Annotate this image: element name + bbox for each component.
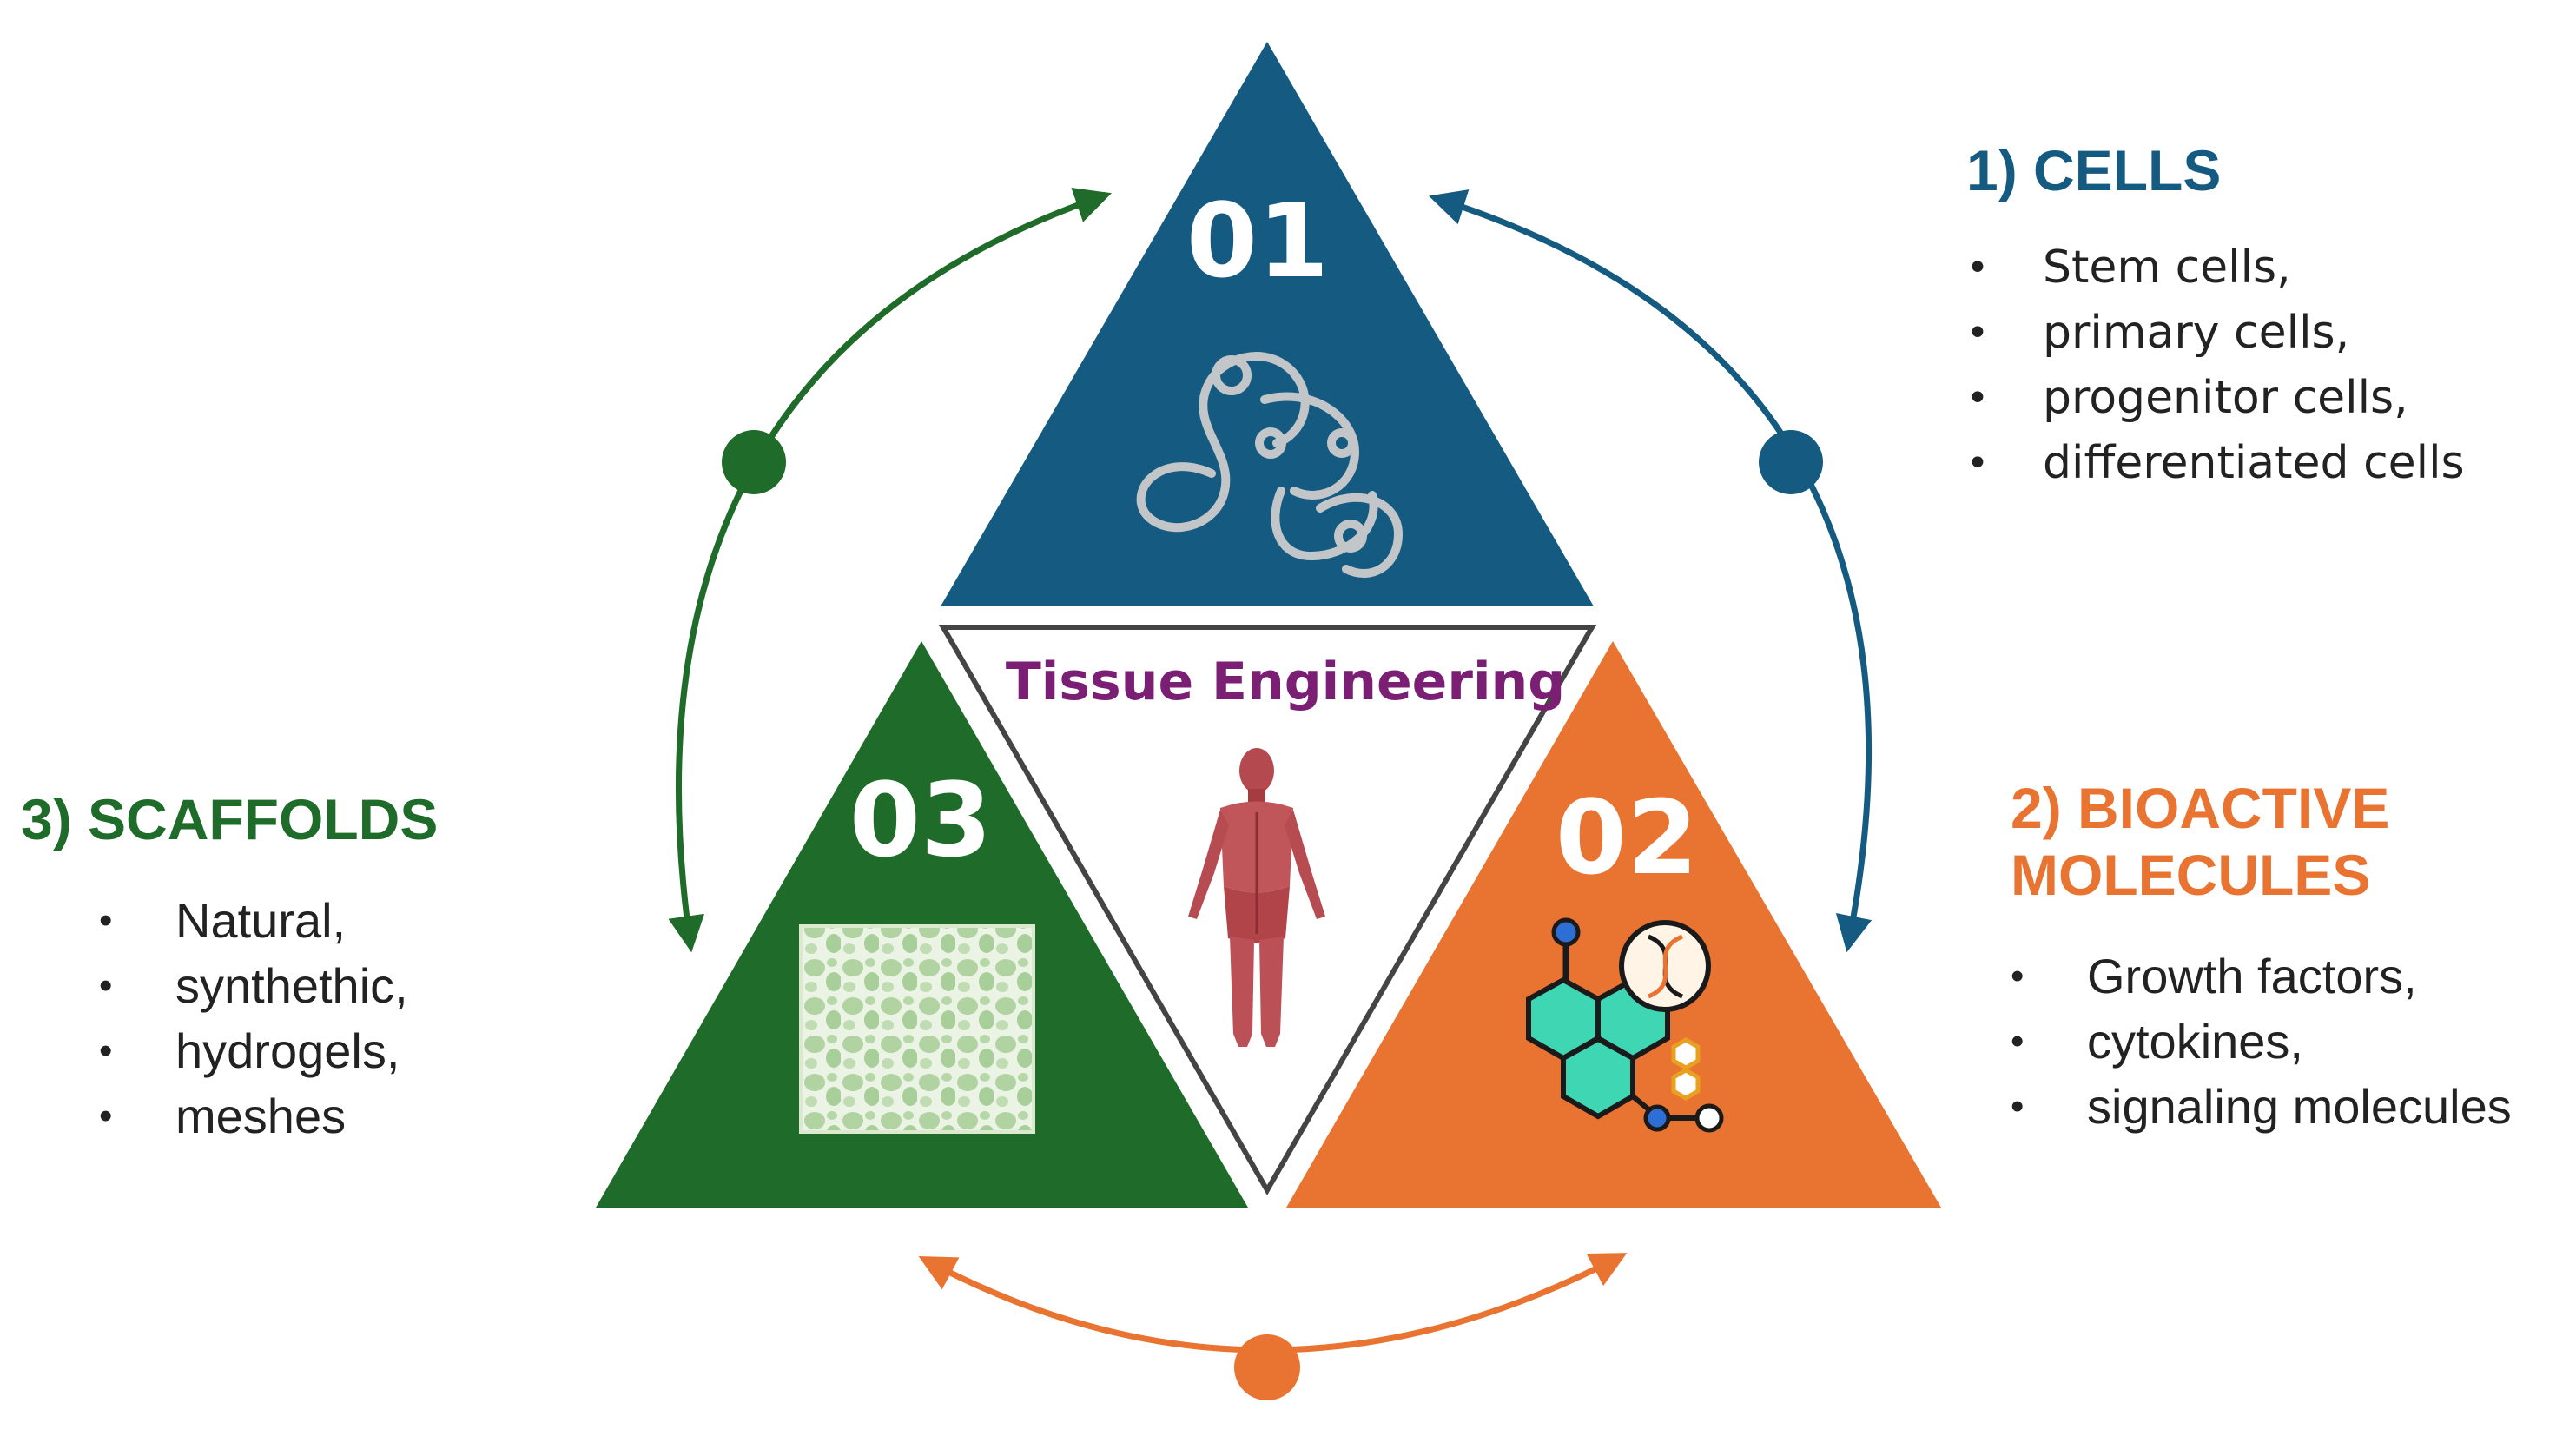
blue-node-dot (1759, 430, 1823, 494)
porous-scaffold-icon (801, 926, 1034, 1132)
list-item: •Stem cells, (1966, 242, 2291, 295)
scaffolds-list: •Natural, •synthethic, •hydrogels, •mesh… (99, 888, 438, 1148)
triangle-01-number: 01 (1186, 181, 1329, 301)
triangle-01-cells: 01 (941, 42, 1594, 606)
green-node-dot (722, 430, 786, 494)
triangle-01-shape (941, 42, 1594, 606)
bioactive-heading-line1: 2) BIOACTIVE (2011, 776, 2390, 840)
list-item: •Natural, (99, 893, 347, 949)
center-title: Tissue Engineering (1006, 652, 1565, 712)
list-item: •signaling molecules (2011, 1079, 2512, 1135)
cycle-arrow-orange (918, 1253, 1628, 1400)
orange-node-dot (1234, 1334, 1300, 1400)
list-item: •synthethic, (99, 958, 408, 1014)
list-item: •meshes (99, 1089, 347, 1144)
cycle-arrow-blue (1428, 189, 1873, 953)
cells-list: •Stem cells, •primary cells, •progenitor… (1966, 235, 2465, 496)
molecule-dna-icon (1526, 917, 1724, 1133)
center-triangle: Tissue Engineering (938, 625, 1597, 1196)
list-item: •Growth factors, (2011, 949, 2417, 1004)
list-item: •primary cells, (1966, 307, 2350, 360)
cells-heading: 1) CELLS (1966, 138, 2222, 202)
bioactive-heading: 2) BIOACTIVE MOLECULES (2011, 775, 2566, 909)
triangle-02-number: 02 (1556, 778, 1698, 897)
scaffolds-panel: 3) SCAFFOLDS •Natural, •synthethic, •hyd… (21, 786, 438, 1148)
list-item: •differentiated cells (1966, 437, 2465, 490)
triangle-02-shape (1286, 641, 1941, 1208)
list-item: •progenitor cells, (1966, 372, 2408, 425)
bioactive-panel: 2) BIOACTIVE MOLECULES •Growth factors, … (2011, 775, 2566, 1139)
triangle-02-bioactive: 02 (1286, 641, 1941, 1208)
triangle-03-scaffolds: 03 (596, 641, 1248, 1208)
cycle-arrow-green (668, 187, 1112, 953)
triangle-03-number: 03 (849, 760, 992, 880)
human-muscle-anatomy-icon (1188, 748, 1325, 1047)
bioactive-heading-line2: MOLECULES (2011, 843, 2371, 908)
cells-panel: 1) CELLS •Stem cells, •primary cells, •p… (1966, 137, 2465, 496)
scaffolds-heading: 3) SCAFFOLDS (21, 787, 439, 851)
list-item: •hydrogels, (99, 1023, 400, 1079)
list-item: •cytokines, (2011, 1014, 2303, 1069)
bioactive-list: •Growth factors, •cytokines, •signaling … (2011, 943, 2566, 1139)
cells-icon (1136, 352, 1404, 578)
